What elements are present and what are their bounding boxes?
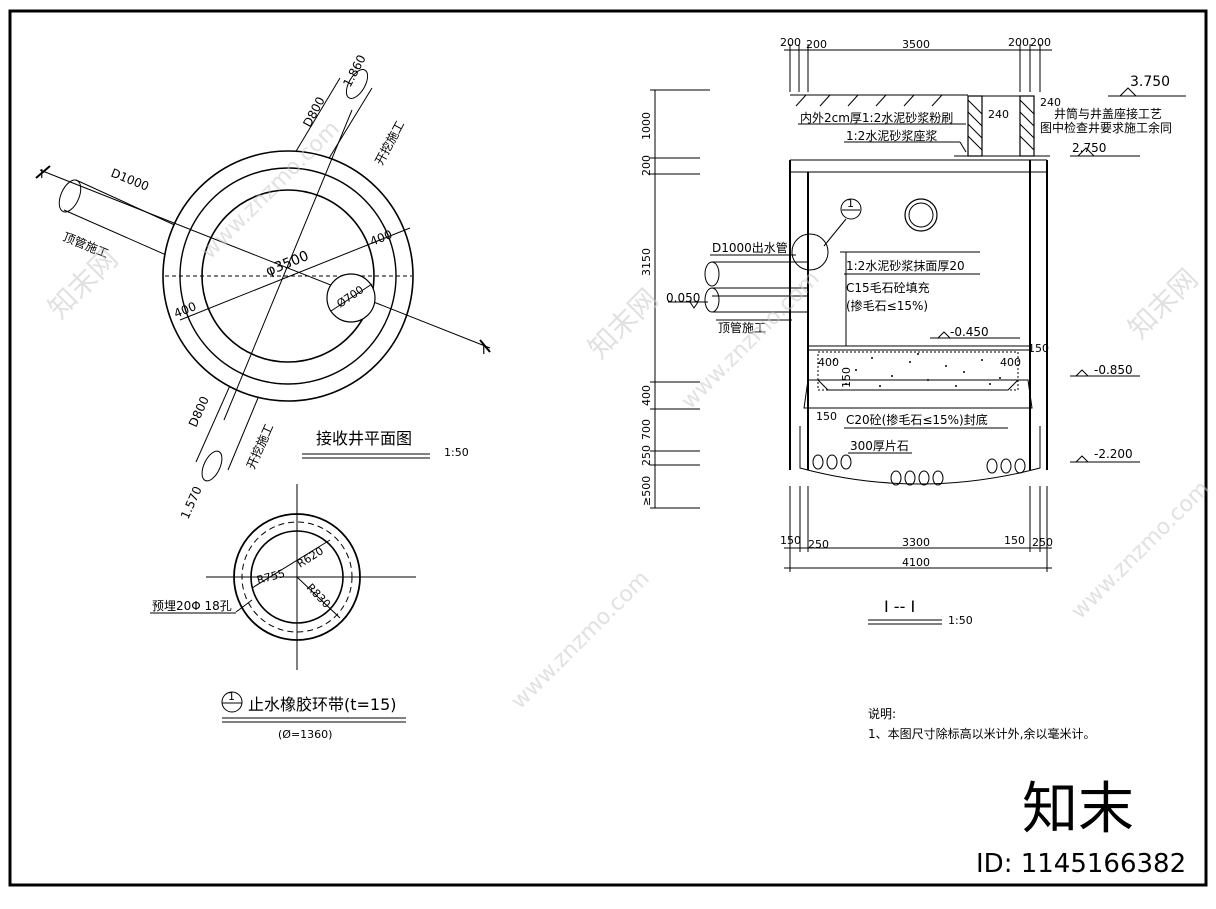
section-badge [840, 198, 862, 220]
elev-floor: -0.450 [950, 325, 989, 339]
pipe-note: 顶管施工 [718, 320, 766, 335]
section-left-dim-7: ≥500 [640, 476, 653, 506]
section-marker-right [479, 339, 491, 353]
section-top-dim-4: 200 [1008, 36, 1029, 49]
concrete-dots [833, 353, 1001, 387]
wm-tag-1: 知末网 [42, 242, 125, 325]
plan-slope-top: 1.860 [340, 52, 368, 89]
dim-240-b: 240 [1040, 96, 1061, 109]
dim-240-a: 240 [988, 108, 1009, 121]
wm-tag-2: 知末网 [582, 282, 665, 365]
ring-r1: R755 [255, 567, 286, 587]
section-left-dim-2: 200 [640, 155, 653, 176]
note-mortar: 1:2水泥砂浆座浆 [846, 128, 937, 143]
section-view: 200 200 3500 200 200 1000 200 3150 400 7… [640, 36, 1186, 627]
fill-note-3: (掺毛石≤15%) [846, 298, 928, 313]
section-marker-left [35, 165, 51, 179]
stone-note: 300厚片石 [850, 439, 909, 453]
fill-note-2: C15毛石砼填充 [846, 280, 930, 295]
ring-outer [233, 513, 361, 641]
note-plaster: 内外2cm厚1:2水泥砂浆粉刷 [800, 110, 953, 125]
ring-r3: R830 [304, 581, 333, 611]
plan-pipe-bottom-note: 开挖施工 [243, 421, 276, 471]
notes-heading: 说明: [868, 706, 896, 721]
ring-detail: R755 R620 R830 预埋20Φ 18孔 1 止水橡胶环带(t=15) … [150, 484, 416, 741]
section-left-dim-3: 3150 [640, 248, 653, 276]
pipe-axis [223, 109, 353, 421]
plan-scale: 1:50 [444, 446, 469, 459]
section-top-dim-1: 200 [780, 36, 801, 49]
fill-note-1: 1:2水泥砂浆抹面厚20 [846, 258, 965, 273]
pipe-label: D1000出水管 [712, 240, 788, 255]
ring-holes [241, 521, 353, 633]
seal-note: C20砼(掺毛石≤15%)封底 [846, 412, 988, 427]
plan-slope-bottom: 1.570 [178, 484, 205, 521]
note-cover-1: 井筒与井盖座接工艺 [1054, 106, 1162, 121]
concrete-fill [817, 351, 1019, 391]
wm-tag-3: 知末网 [1122, 262, 1205, 345]
section-total: 4100 [902, 556, 930, 569]
section-badge-num: 1 [847, 197, 854, 210]
sheet-border [8, 9, 1208, 887]
section-bottom-dim-3: 3300 [902, 536, 930, 549]
section-left-dim-1: 1000 [640, 112, 653, 140]
brand-logo: 知末 [1022, 777, 1134, 842]
ring-inner [250, 530, 344, 624]
elev-cover: 2.750 [1072, 141, 1106, 155]
section-opening [904, 198, 938, 232]
section-left-dim-5: 700 [640, 419, 653, 440]
section-title: I -- I [884, 597, 915, 616]
ring-r2: R620 [295, 544, 326, 570]
diameter-line [179, 227, 411, 321]
notes: 说明: 1、本图尺寸除标高以米计外,余以毫米计。 [868, 706, 1095, 741]
ring-holes-label: 预埋20Φ 18孔 [152, 599, 232, 613]
elev-mid: -0.850 [1094, 363, 1133, 377]
ground-hatch [795, 94, 943, 107]
plan-section-mark-left: I [40, 167, 44, 181]
note-cover-2: 图中检查井要求施工余同 [1040, 120, 1172, 135]
section-top-dim-2: 200 [806, 38, 827, 51]
image-id: ID: 1145166382 [976, 849, 1186, 879]
base-slab [803, 379, 1033, 409]
outlet-pipe [704, 233, 829, 313]
section-cut-line [39, 169, 491, 349]
section-scale: 1:50 [948, 614, 973, 627]
section-bottom-dim-1: 150 [780, 534, 801, 547]
dim-400-b: 400 [1000, 356, 1021, 369]
dim-150-a: 150 [1028, 342, 1049, 355]
dim-150-b: 150 [840, 367, 853, 388]
ring-badge-num: 1 [228, 690, 235, 703]
ring-sub: (Ø=1360) [278, 728, 332, 741]
section-bottom-dim-4: 150 [1004, 534, 1025, 547]
section-top-dim-5: 200 [1030, 36, 1051, 49]
stone-bed [799, 426, 1041, 485]
plan-pipe-top-note: 开挖施工 [371, 118, 407, 167]
dim-150-c: 150 [816, 410, 837, 423]
plan-pipe-bottom-label: D800 [186, 394, 212, 429]
section-left-dim-4: 400 [640, 385, 653, 406]
wm-site-4: www.znzmo.com [507, 566, 655, 714]
ring-badge [221, 691, 243, 713]
plan-pipe-left-label: D1000 [109, 166, 151, 194]
wm-site-3: www.znzmo.com [1067, 476, 1215, 624]
elev-bottom: -2.200 [1094, 447, 1133, 461]
notes-line-1: 1、本图尺寸除标高以米计外,余以毫米计。 [868, 726, 1095, 741]
elev-top: 3.750 [1130, 74, 1170, 90]
pipe-d1000-left [58, 179, 191, 263]
section-bottom-dim-5: 250 [1032, 536, 1053, 549]
section-left-dim-6: 250 [640, 445, 653, 466]
elev-pipe: 0.050 [666, 291, 700, 305]
plan-title: 接收井平面图 [316, 429, 412, 448]
plan-view: D1000 顶管施工 D800 开挖施工 1.860 D800 开挖施工 1.5… [35, 52, 491, 521]
stone-ovals [812, 454, 1026, 486]
dim-400-a: 400 [818, 356, 839, 369]
section-bottom-dim-2: 250 [808, 538, 829, 551]
plan-section-mark-right: I [482, 343, 486, 357]
section-top-dim-3: 3500 [902, 38, 930, 51]
ring-title: 止水橡胶环带(t=15) [248, 695, 397, 714]
